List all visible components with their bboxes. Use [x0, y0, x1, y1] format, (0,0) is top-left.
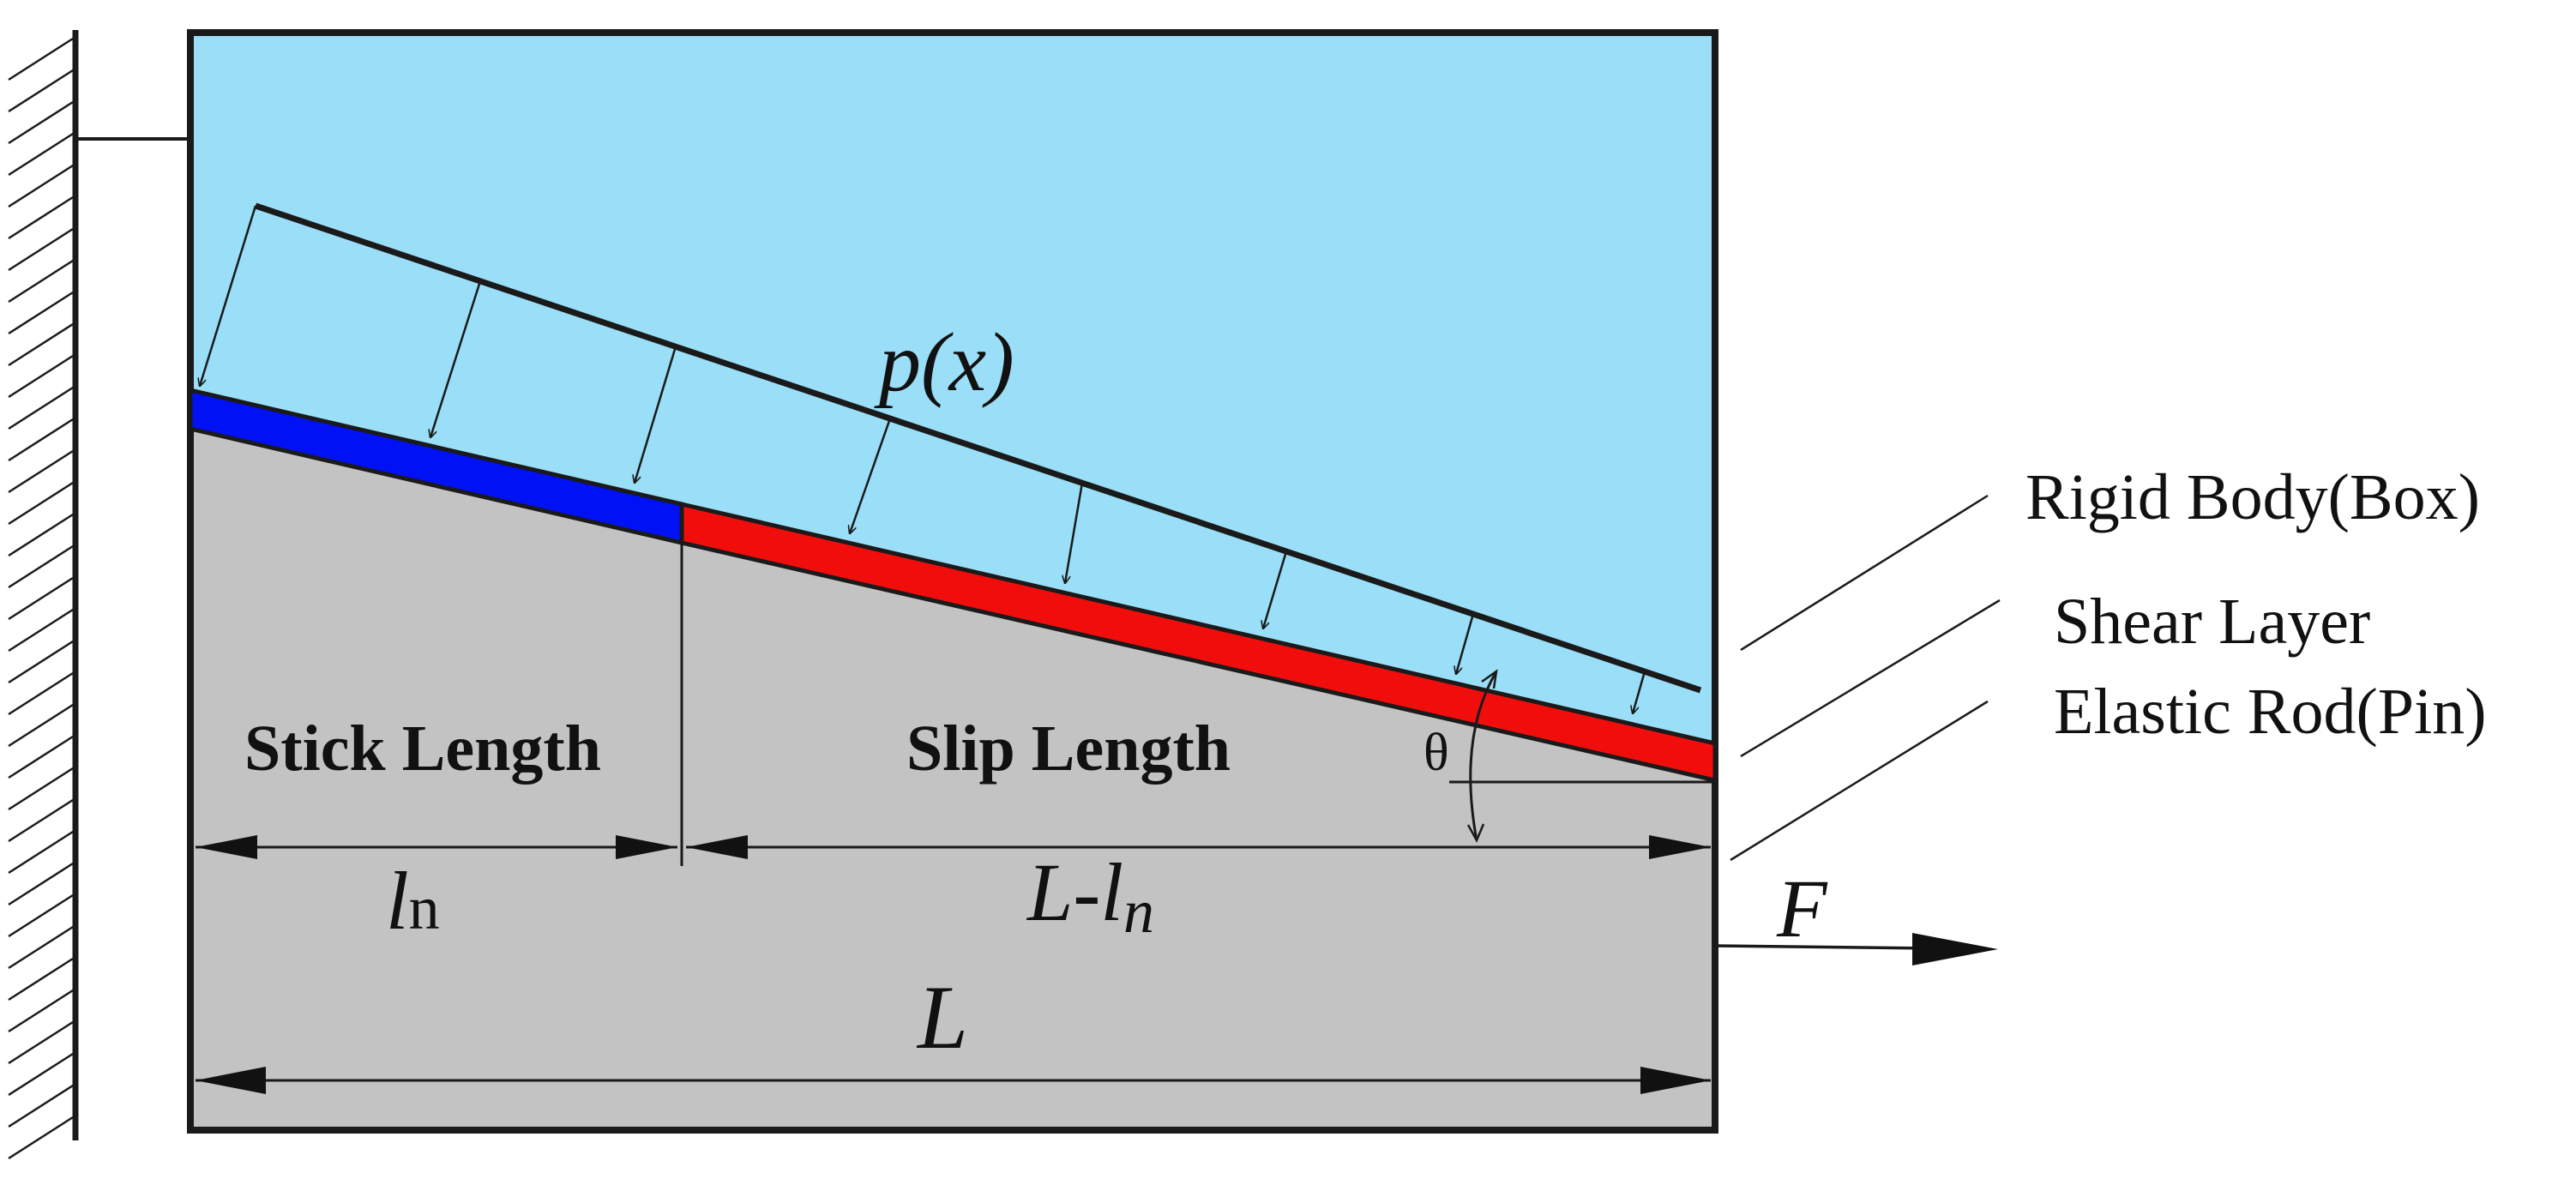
wall-hatch-line — [8, 195, 74, 240]
wall-hatch-line — [8, 798, 74, 843]
wall-hatch-line — [8, 227, 74, 272]
slip-length-label: Slip Length — [906, 713, 1231, 785]
wall-hatch-line — [8, 671, 74, 716]
shear-layer-slip-zone — [679, 501, 1718, 784]
elastic-rod-region — [190, 429, 1715, 1130]
wall-hatch-line — [8, 291, 74, 335]
legend-rigid-body: Rigid Body(Box) — [2025, 461, 2480, 533]
wall-hatch-line — [8, 893, 74, 938]
wall-hatch-line — [8, 69, 74, 113]
stick-length-label: Stick Length — [244, 713, 601, 785]
pressure-arrow — [200, 205, 257, 386]
dimension-lines — [196, 835, 1711, 1094]
force-label: F — [1776, 863, 1828, 954]
wall-hatch-line — [8, 830, 74, 875]
pressure-arrow — [1263, 550, 1288, 629]
wall-hatch-line — [8, 1084, 74, 1128]
wall-hatch-line — [8, 767, 74, 811]
wall-hatch-line — [8, 576, 74, 621]
force-arrow-icon — [1714, 933, 1998, 965]
wall-hatch-line — [8, 640, 74, 684]
legend-leader-lines — [1730, 494, 2001, 862]
slip-dimension-label: L-ln — [1026, 846, 1154, 946]
pressure-distribution-line — [254, 202, 1702, 694]
wall-hatch-line — [8, 322, 74, 367]
wall-hatch-line — [8, 735, 74, 779]
wall-hatch-line — [8, 1116, 74, 1160]
wall-hatch-line — [8, 449, 74, 494]
wall-hatch-line — [8, 386, 74, 430]
wall-hatch-line — [8, 37, 74, 81]
pressure-label: p(x) — [874, 316, 1014, 409]
wall-hatch-line — [8, 989, 74, 1033]
pressure-arrow — [635, 346, 677, 483]
wall-hatch-line — [8, 418, 74, 462]
wall-hatch-line — [8, 703, 74, 748]
wall-hatch-line — [8, 1020, 74, 1065]
wall-hatch-line — [8, 354, 74, 399]
theta-label: θ — [1423, 724, 1449, 782]
wall-hatch-line — [8, 164, 74, 208]
leader-elastic-rod — [1730, 700, 1989, 862]
pressure-arrow — [1633, 671, 1646, 713]
wall-hatch-icon — [8, 37, 74, 1160]
wall-hatch-line — [8, 1052, 74, 1097]
legend-elastic-rod: Elastic Rod(Pin) — [2054, 676, 2487, 748]
wall-hatch-line — [8, 957, 74, 1002]
total-length-label: L — [916, 967, 968, 1068]
pressure-arrows — [200, 205, 1646, 713]
stick-dimension-label: ln — [386, 855, 440, 947]
pressure-arrow — [1065, 482, 1084, 583]
wall-hatch-line — [8, 132, 74, 177]
pressure-arrow — [430, 280, 482, 437]
wall-hatch-line — [8, 259, 74, 304]
pressure-arrow — [850, 418, 892, 533]
leader-rigid-body — [1740, 494, 1989, 652]
legend-shear-layer: Shear Layer — [2054, 586, 2370, 658]
wall-hatch-line — [8, 481, 74, 526]
leader-shear-layer — [1740, 599, 2001, 758]
wall-hatch-line — [8, 862, 74, 906]
pressure-arrow — [1456, 613, 1475, 674]
angle-theta-marker — [1449, 669, 1715, 843]
wall-hatch-line — [8, 100, 74, 145]
wall-hatch-line — [8, 608, 74, 653]
wall-hatch-line — [8, 513, 74, 557]
wall-hatch-line — [8, 544, 74, 589]
wall-hatch-line — [8, 925, 74, 970]
fixed-wall — [8, 30, 190, 1160]
